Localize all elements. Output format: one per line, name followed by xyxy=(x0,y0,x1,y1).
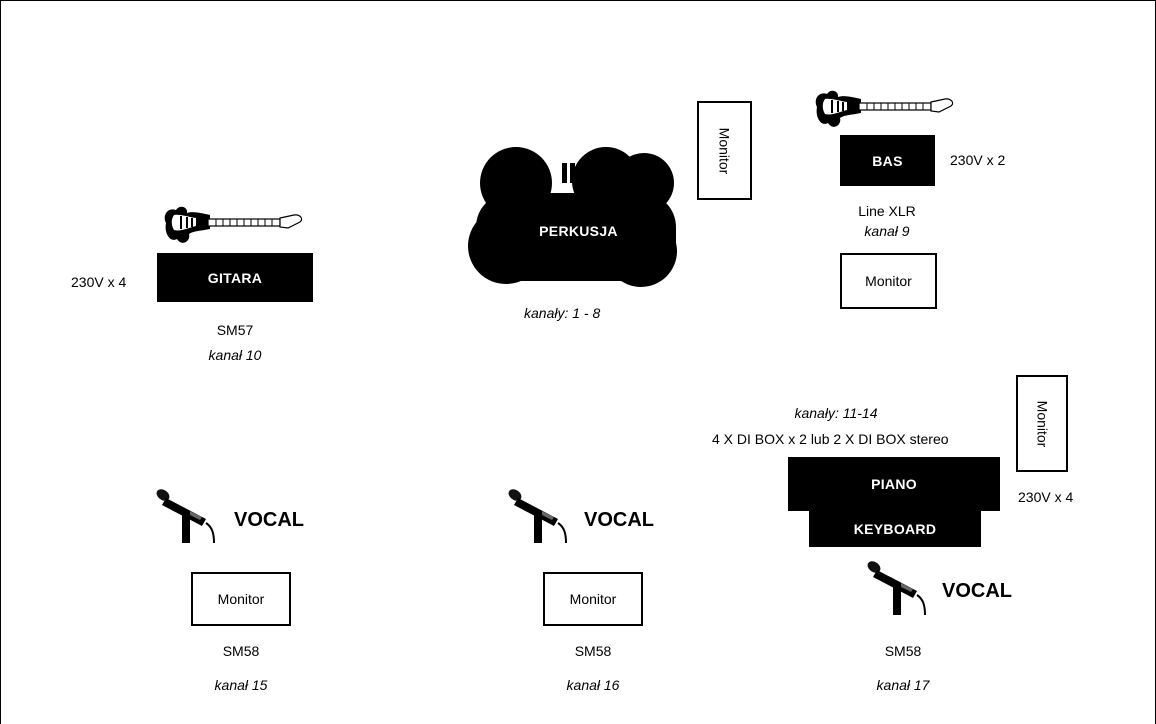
vocal-2-monitor: Monitor xyxy=(543,572,643,626)
bass-channel: kanał 9 xyxy=(864,223,910,239)
guitar-mic: SM57 xyxy=(216,322,254,338)
keys-di-note: 4 X DI BOX x 2 lub 2 X DI BOX stereo xyxy=(712,431,949,447)
microphone-icon xyxy=(153,485,215,544)
keys-power: 230V x 4 xyxy=(1018,489,1074,505)
drum-kit-icon xyxy=(468,147,677,287)
vocal-2-mic: SM58 xyxy=(574,643,612,659)
keys-monitor: Monitor xyxy=(1016,375,1068,472)
guitar-label: GITARA xyxy=(157,253,313,302)
keys-channels-value: 11-14 xyxy=(838,405,878,421)
vocal-2-channel: kanał 16 xyxy=(566,677,620,693)
drums-channels: kanały: 1 - 8 xyxy=(524,305,600,321)
bass-guitar-icon xyxy=(815,90,954,128)
drums-label: PERKUSJA xyxy=(539,223,618,239)
vocal-2-monitor-label: Monitor xyxy=(569,591,617,607)
guitar-channel: kanał 10 xyxy=(208,347,262,363)
guitar-icon xyxy=(164,206,303,244)
keys-channels: kanały: 11-14 xyxy=(781,405,891,421)
microphone-icon xyxy=(864,557,926,616)
bass-input: Line XLR xyxy=(858,203,916,219)
drums-channels-value: 1 - 8 xyxy=(568,305,601,321)
vocal-1-monitor: Monitor xyxy=(191,572,291,626)
vocal-3-mic: SM58 xyxy=(884,643,922,659)
vocal-1-label: VOCAL xyxy=(234,509,304,531)
drums-channels-prefix: kanały: xyxy=(524,305,569,321)
keys-monitor-label: Monitor xyxy=(1034,400,1050,447)
vocal-1-monitor-label: Monitor xyxy=(217,591,265,607)
vocal-3-channel: kanał 17 xyxy=(876,677,930,693)
keys-channels-prefix: kanały: xyxy=(794,405,839,421)
vocal-3-label: VOCAL xyxy=(942,580,1012,602)
microphone-icon xyxy=(505,485,567,544)
vocal-1-mic: SM58 xyxy=(222,643,260,659)
bass-monitor: Monitor xyxy=(840,253,937,309)
bass-power: 230V x 2 xyxy=(950,152,1006,168)
vocal-2-label: VOCAL xyxy=(584,509,654,531)
piano-label: PIANO xyxy=(788,457,1000,511)
drums-monitor: Monitor xyxy=(697,101,752,200)
bass-monitor-label: Monitor xyxy=(865,273,912,289)
drums-monitor-label: Monitor xyxy=(716,127,733,174)
vocal-1-channel: kanał 15 xyxy=(214,677,268,693)
keyboard-label: KEYBOARD xyxy=(809,510,981,547)
guitar-power: 230V x 4 xyxy=(71,274,127,290)
bass-label: BAS xyxy=(840,135,935,186)
